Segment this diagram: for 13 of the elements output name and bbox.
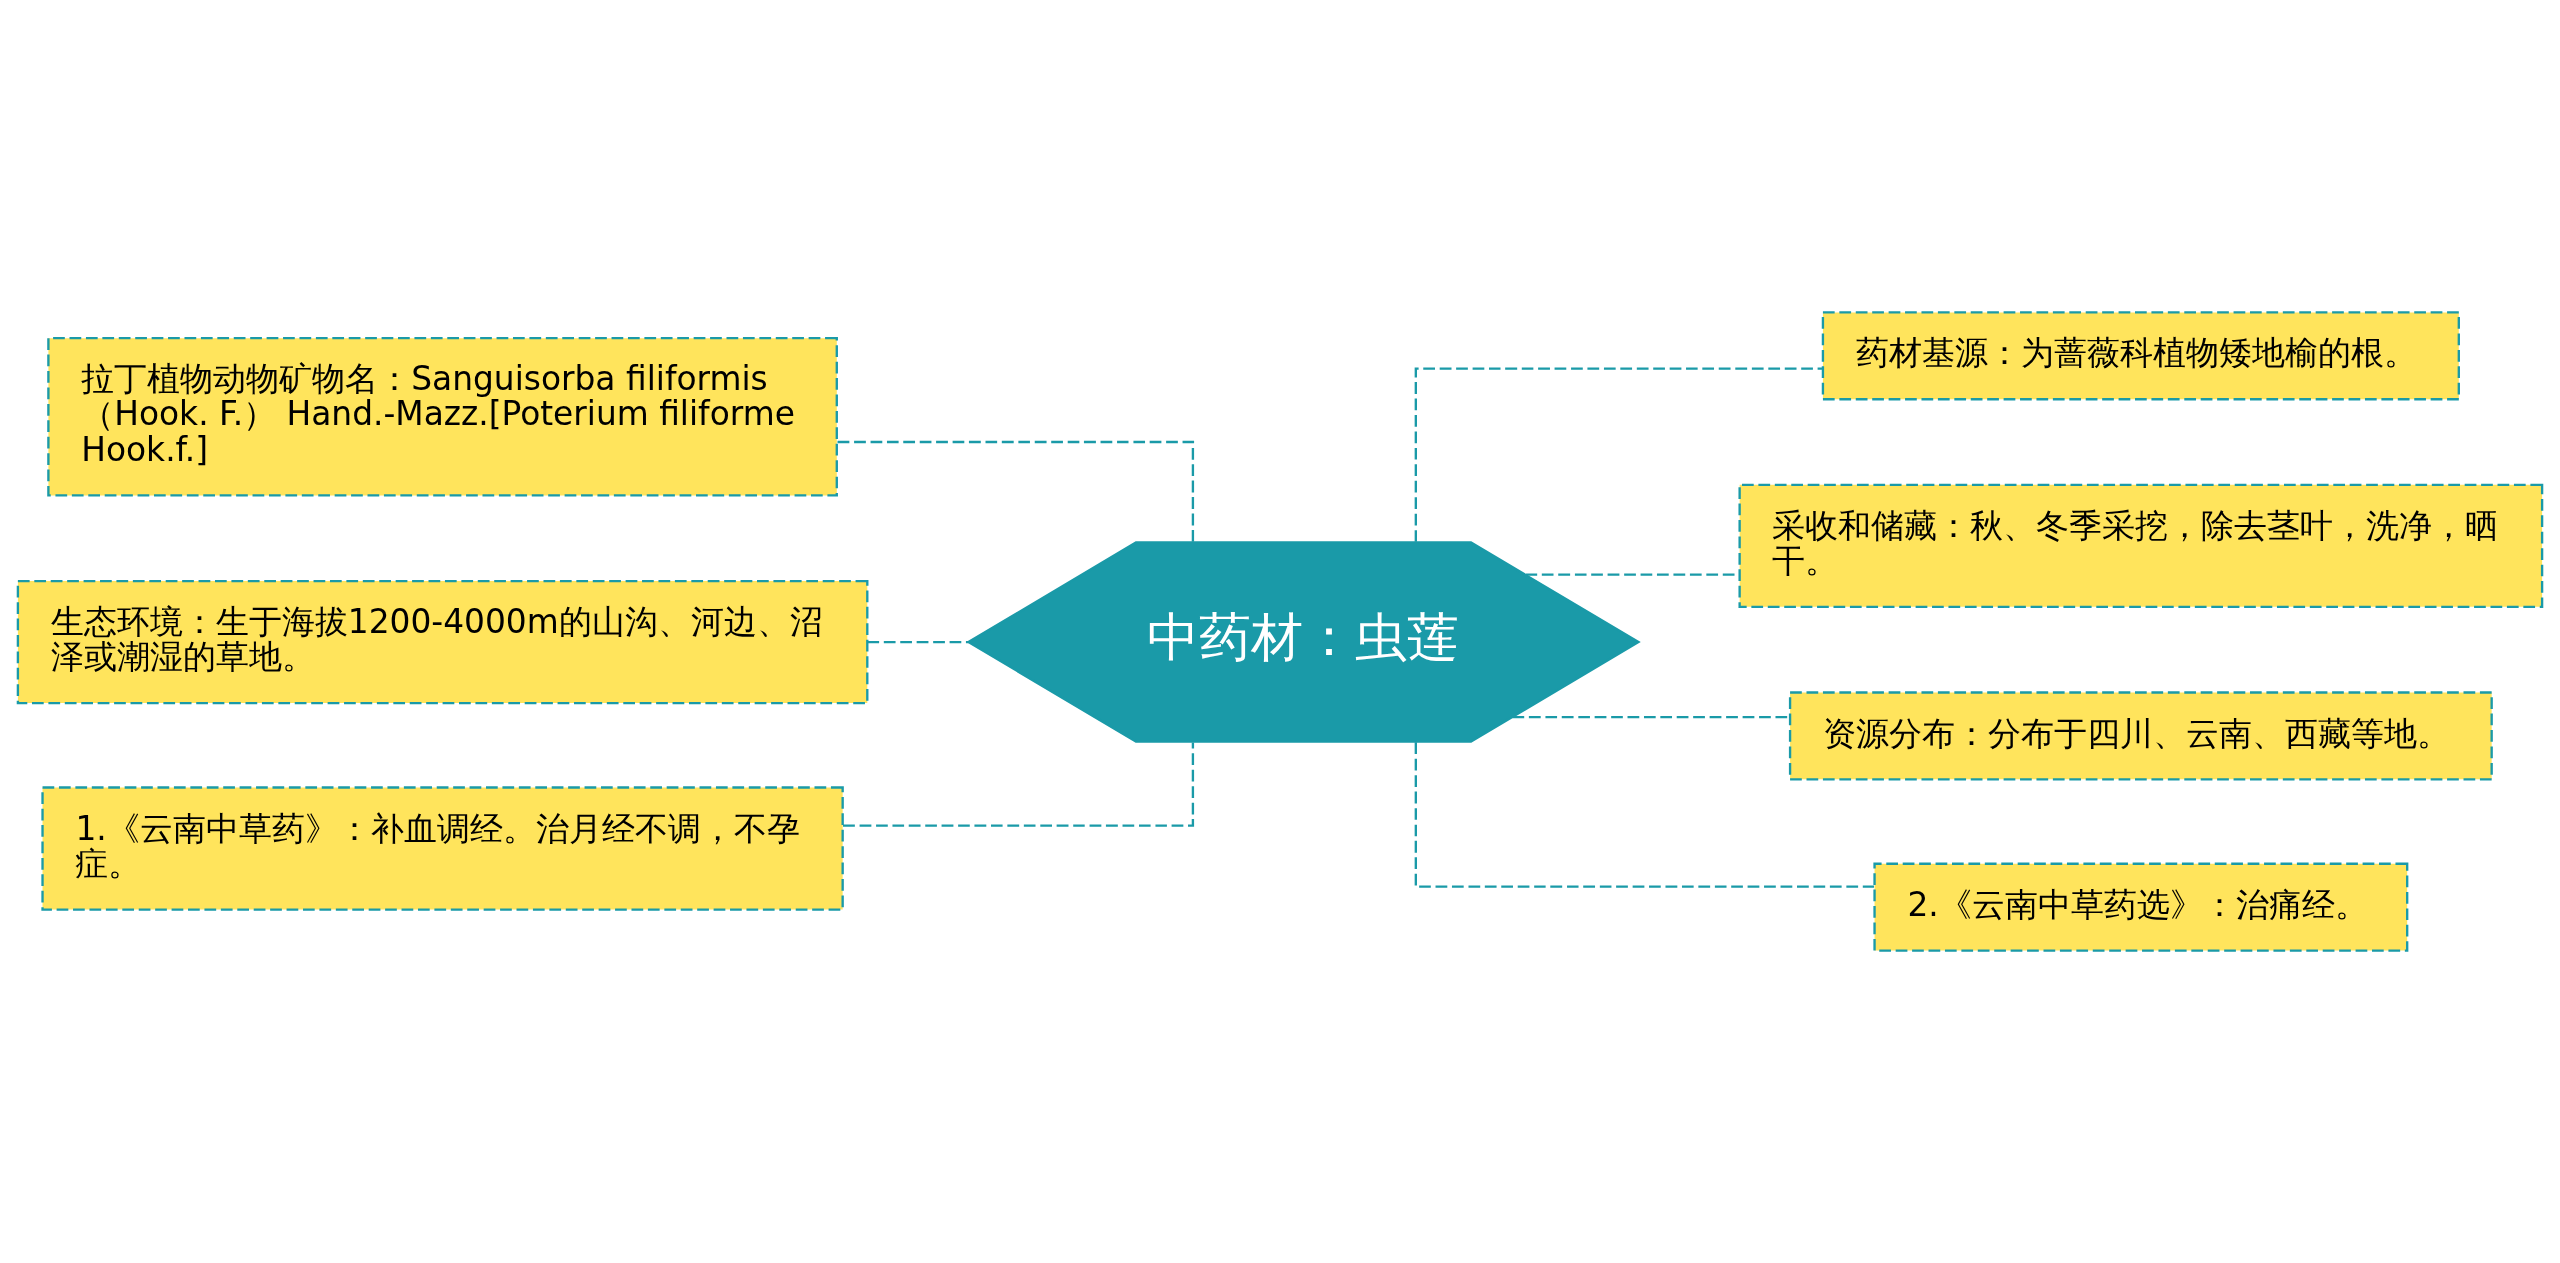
connector [867,640,969,644]
node-box: 药材基源：为蔷薇科植物矮地榆的根。 [1821,311,2460,401]
connector [1512,715,1790,719]
connector [843,742,1195,827]
node-box: 1.《云南中草药》：补血调经。治月经不调，不孕症。 [41,786,844,911]
node-box: 2.《云南中草药选》：治痛经。 [1873,862,2409,952]
connector [1414,742,1874,888]
node-box: 资源分布：分布于四川、云南、西藏等地。 [1788,691,2493,781]
connector [1414,367,1823,542]
node-box: 采收和储藏：秋、冬季采挖，除去茎叶，洗净，晒干。 [1738,483,2544,609]
connector [837,440,1195,543]
node-box: 生态环境：生于海拔1200-4000m的山沟、河边、沼泽或潮湿的草地。 [16,579,869,705]
node-box: 拉丁植物动物矿物名：Sanguisorba filiformis （Hook. F.） Hand.-Mazz.[Poterium filiforme Hook.f.] [47,337,838,497]
